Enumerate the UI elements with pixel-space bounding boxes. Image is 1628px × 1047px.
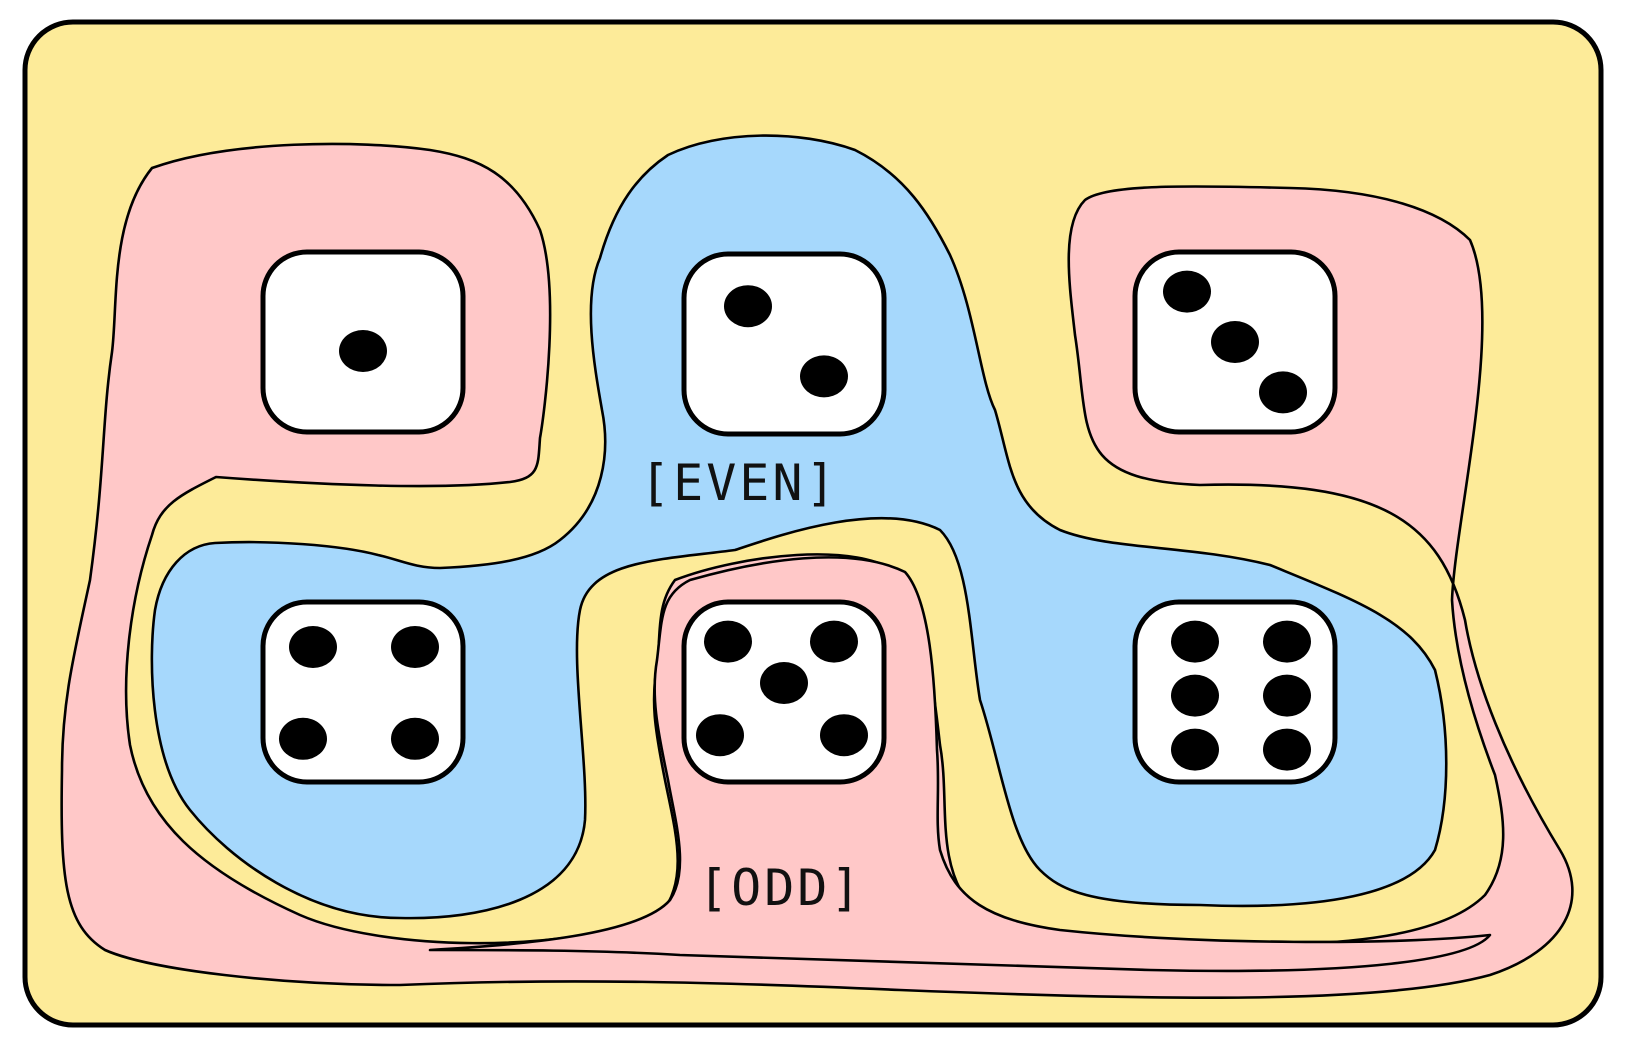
die-two — [681, 251, 887, 437]
even-region — [150, 134, 1448, 920]
die-three — [1132, 249, 1338, 435]
die-five-pip-4 — [696, 714, 744, 757]
die-six-pip-4 — [1263, 674, 1311, 717]
die-four-pip-2 — [391, 626, 439, 668]
die-four-pip-1 — [289, 626, 337, 668]
die-two-pip-1 — [724, 285, 772, 328]
die-four — [260, 599, 466, 785]
die-four-pip-3 — [279, 717, 327, 760]
die-two-pip-2 — [800, 355, 848, 398]
die-six-pip-6 — [1263, 728, 1311, 771]
die-five-pip-1 — [704, 620, 752, 663]
die-five-pip-2 — [810, 620, 858, 663]
die-six — [1132, 599, 1338, 785]
die-six-pip-2 — [1263, 620, 1311, 663]
die-two-face — [681, 251, 887, 437]
dice-group — [260, 249, 1338, 785]
die-three-pip-1 — [1163, 270, 1211, 313]
die-one-pip-1 — [339, 330, 387, 372]
die-four-pip-4 — [391, 717, 439, 760]
die-six-pip-1 — [1171, 620, 1219, 663]
die-five — [681, 599, 887, 785]
die-five-pip-5 — [820, 714, 868, 757]
die-one — [260, 249, 466, 435]
die-three-pip-2 — [1211, 321, 1259, 363]
die-six-pip-5 — [1171, 728, 1219, 771]
die-five-pip-3 — [760, 662, 808, 704]
odd-set-label: [ODD] — [698, 859, 864, 917]
die-three-pip-3 — [1259, 371, 1307, 414]
even-set-label: [EVEN] — [640, 454, 839, 512]
die-six-pip-3 — [1171, 674, 1219, 717]
